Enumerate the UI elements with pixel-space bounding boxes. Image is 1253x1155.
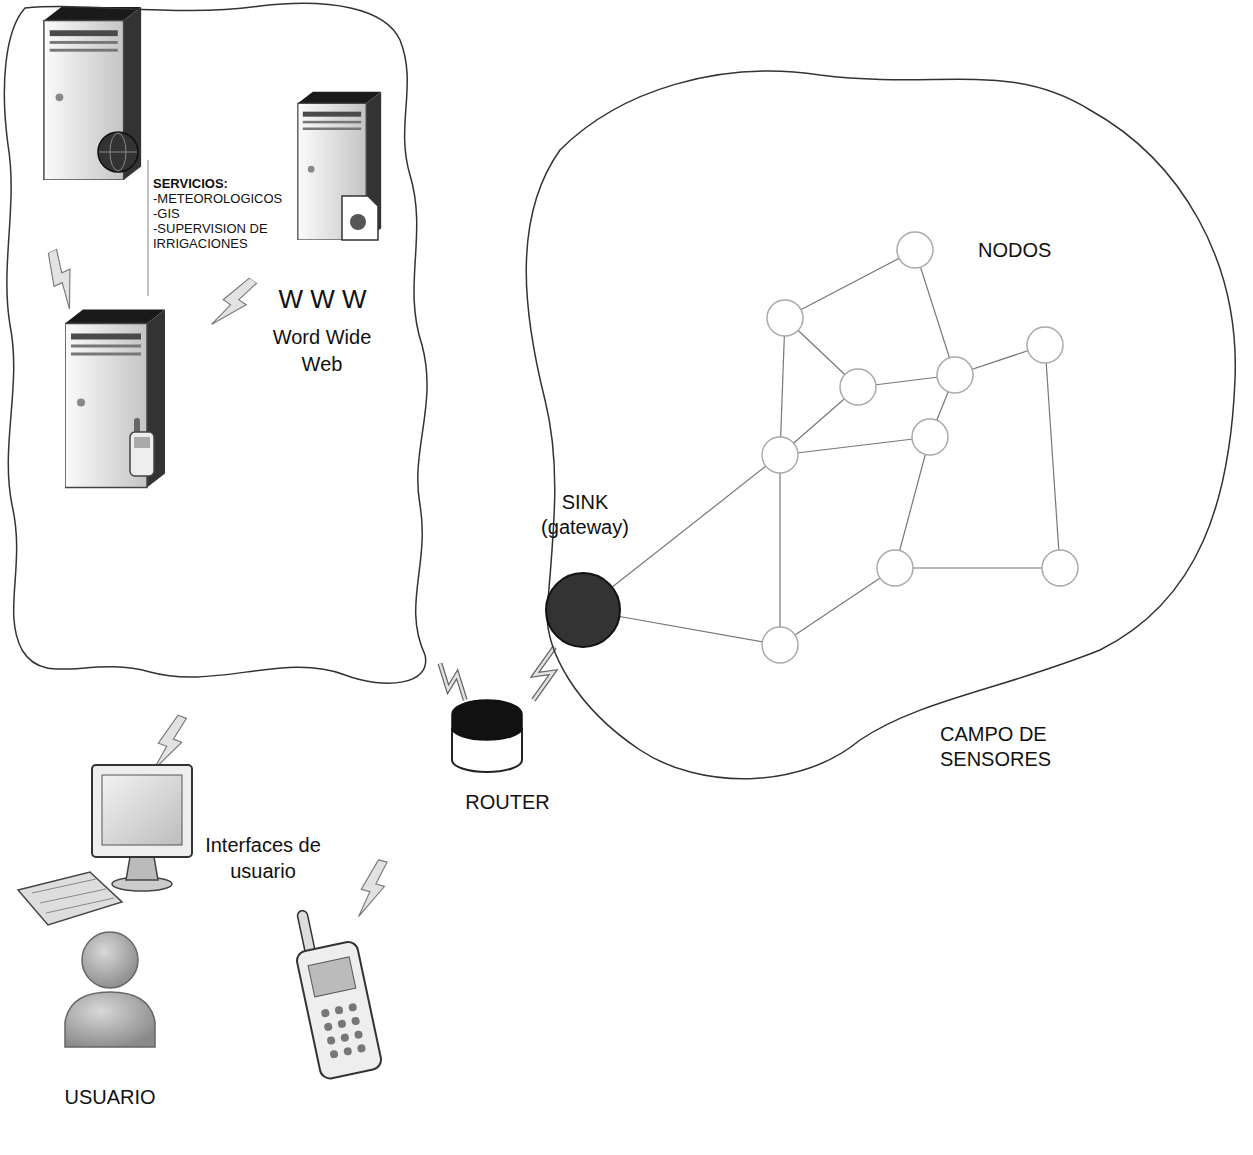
sink-gateway: SINK (gateway): [530, 490, 642, 647]
wireless-bolt: [354, 858, 391, 922]
web-cloud: W W W Word Wide Web: [0, 0, 440, 692]
interface-label: Interfaces de usuario: [198, 832, 328, 884]
computer-icon: [18, 765, 192, 925]
globe-badge: [98, 132, 138, 172]
server-icon: [298, 92, 381, 240]
services-heading: SERVICIOS:: [153, 176, 293, 191]
wireless-link: [440, 664, 465, 700]
user: USUARIO: [40, 925, 182, 1130]
phone-badge: [130, 418, 154, 476]
user-label: USUARIO: [40, 1085, 180, 1110]
web-cloud-outline: [0, 0, 440, 692]
sink-gateway-outline: [530, 490, 640, 647]
field-label: CAMPO DE SENSORES: [940, 722, 1080, 772]
sensor-links: [583, 250, 1060, 645]
wireless-bolt: [208, 273, 260, 335]
phone-icon: [287, 901, 383, 1080]
service-item: -GIS: [153, 206, 293, 221]
router-label: ROUTER: [445, 790, 570, 815]
router: ROUTER: [445, 700, 572, 825]
server-icon: [44, 7, 141, 180]
service-item: -METEOROLOGICOS: [153, 191, 293, 206]
sensor-field: CAMPO DE SENSORES SINK (gateway): [505, 65, 1245, 785]
wireless-link: [533, 647, 554, 700]
document-badge: [342, 196, 378, 240]
service-item: -SUPERVISION DE IRRIGACIONES: [153, 221, 293, 251]
server-icon: [65, 310, 165, 488]
sensor-field-outline: [505, 65, 1245, 785]
cloud-title: W W W: [250, 283, 395, 315]
sensor-node: [762, 232, 1078, 663]
cloud-subtitle: Word Wide Web: [262, 324, 382, 378]
wireless-bolt: [40, 247, 85, 311]
sink-label: SINK (gateway): [530, 490, 640, 540]
nodes-label: NODOS: [978, 238, 1088, 263]
bracket-line: [147, 160, 148, 296]
